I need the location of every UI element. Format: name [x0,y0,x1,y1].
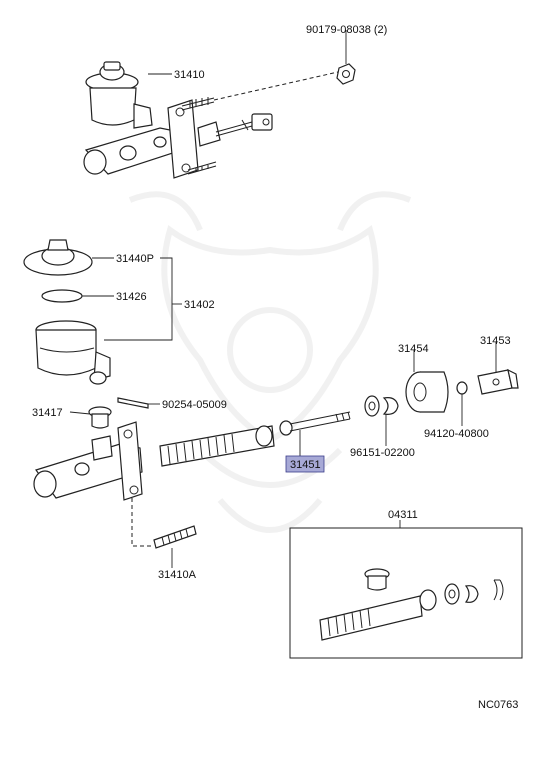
leader-lines [69,30,497,568]
dashed-leader-union [131,498,152,547]
reservoir-gasket[interactable] [41,289,83,303]
boot-31454[interactable] [405,371,449,413]
piston-spring[interactable] [159,425,275,467]
label-31440p: 31440P [116,253,154,265]
highlight-31451 [285,455,325,473]
kit-contents [319,568,504,641]
master-cylinder-assembly[interactable] [83,61,273,179]
reservoir-body[interactable] [35,320,111,385]
nut-90179[interactable] [336,63,356,85]
label-94120: 94120-40800 [424,428,489,440]
label-04311: 04311 [388,509,418,521]
pin-90254[interactable] [117,397,149,409]
label-96151: 96151-02200 [350,447,415,459]
label-31451[interactable]: 31451 [290,459,321,471]
label-31417: 31417 [32,407,63,419]
union-31410a[interactable] [153,525,197,549]
washer-96151[interactable] [364,395,399,417]
dashed-leader-bolt [213,71,339,101]
label-31402: 31402 [184,299,215,311]
clevis-31453[interactable] [477,368,519,395]
kit-box[interactable] [289,527,523,659]
nut-94120[interactable] [456,381,468,395]
label-90179: 90179-08038 (2) [306,24,387,36]
grommet-31417[interactable] [88,406,112,429]
diagram-code: NC0763 [478,699,518,711]
label-31410a: 31410A [158,569,197,581]
watermark-emblem [128,191,412,533]
label-31426: 31426 [116,291,147,303]
reservoir-cap[interactable] [23,239,93,276]
label-31410: 31410 [174,69,205,81]
label-31454: 31454 [398,343,429,355]
cylinder-body[interactable] [33,421,143,501]
label-31453: 31453 [480,335,511,347]
push-rod-31451[interactable] [279,411,351,436]
label-90254: 90254-05009 [162,399,227,411]
